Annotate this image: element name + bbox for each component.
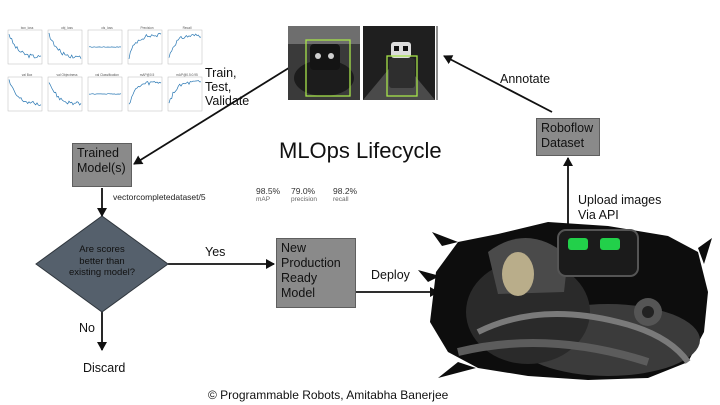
edge-label-annotate: Annotate: [500, 72, 551, 86]
node-new-production-model: New Production Ready Model: [276, 238, 356, 308]
training-plot-line: [8, 79, 42, 106]
training-plot-title: Precision: [140, 26, 153, 30]
training-plot-frame: [47, 29, 83, 65]
training-plot-frame: [127, 29, 163, 65]
arrow-train-to-model: [133, 65, 293, 165]
training-plot-title: mAP@0.5: [140, 73, 155, 77]
training-plot-line: [48, 32, 82, 59]
training-plot: Precision: [127, 26, 163, 65]
training-plot: val Box: [7, 73, 43, 112]
training-plot-frame: [7, 29, 43, 65]
training-plot: cls_loss: [87, 26, 123, 65]
training-plot: mAP@0.5:0.95: [167, 73, 203, 112]
training-plot-line: [128, 81, 162, 105]
training-plot: obj_loss: [47, 26, 83, 65]
detection-image-2: [363, 26, 435, 100]
node-roboflow-dataset: Roboflow Dataset: [536, 118, 600, 156]
training-plot-title: cls_loss: [101, 26, 113, 30]
training-plot-title: val Objectness: [57, 73, 78, 77]
metric-precision-value: 79.0%: [291, 186, 316, 196]
dataset-version: vectorcompletedataset/5: [113, 192, 206, 202]
metric-map-label: mAP: [256, 196, 271, 203]
metric-map-value: 98.5%: [256, 186, 281, 196]
decision-text: Are scores better than existing model?: [68, 244, 135, 278]
training-plot-frame: [167, 76, 203, 112]
training-plot-line: [8, 34, 42, 59]
training-plot: mAP@0.5: [127, 73, 163, 112]
edge-label-no: No: [79, 321, 95, 335]
node-trained-models: Trained Model(s): [72, 143, 132, 187]
training-plot-title: Recall: [183, 26, 192, 30]
arrow-annotate: [443, 55, 553, 113]
training-plot-frame: [7, 76, 43, 112]
training-plot-title: obj_loss: [61, 26, 73, 30]
metric-precision-label: precision: [291, 196, 318, 203]
diagram-title: MLOps Lifecycle: [279, 138, 442, 163]
training-plot-line: [168, 80, 202, 104]
training-plot: box_loss: [7, 26, 43, 65]
training-plot-frame: [167, 29, 203, 65]
training-plot: val Classification: [87, 73, 123, 112]
metric-precision: 79.0% precision: [291, 186, 317, 203]
vector-robot-image: [418, 222, 712, 380]
training-plot-frame: [47, 76, 83, 112]
training-plot-line: [48, 82, 82, 106]
training-plot-line: [88, 93, 122, 95]
training-plot-line: [168, 33, 201, 58]
metric-map: 98.5% mAP: [256, 186, 280, 203]
training-plot: val Objectness: [47, 73, 83, 112]
edge-label-upload-images: Upload images Via API: [578, 193, 662, 222]
training-plots: box_loss obj_loss cls_loss Precision Recall v…: [7, 26, 203, 112]
edge-label-train-test-validate: Train, Test, Validate: [205, 66, 250, 108]
edge-label-yes: Yes: [205, 245, 226, 259]
training-plot: Recall: [167, 26, 203, 65]
training-plot-line: [128, 32, 162, 59]
training-plot-title: val Box: [22, 73, 33, 77]
training-plot-title: val Classification: [95, 73, 119, 77]
copyright: © Programmable Robots, Amitabha Banerjee: [208, 388, 449, 402]
detection-image-1: [288, 26, 360, 100]
edge-label-deploy: Deploy: [371, 268, 410, 282]
decision-diamond: [35, 215, 169, 313]
training-plot-title: box_loss: [21, 26, 34, 30]
metric-recall-label: recall: [333, 196, 349, 203]
metric-recall: 98.2% recall: [333, 186, 357, 203]
metric-recall-value: 98.2%: [333, 186, 358, 196]
node-discard: Discard: [83, 361, 126, 375]
training-plot-line: [88, 46, 122, 48]
training-plot-title: mAP@0.5:0.95: [176, 73, 198, 77]
